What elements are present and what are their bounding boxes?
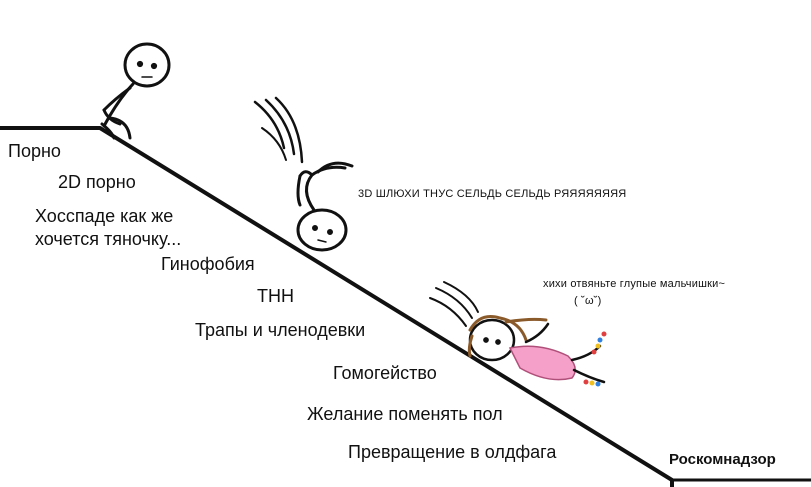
label-khosspade-line2: хочется тяночку...: [35, 229, 182, 249]
label-oldfag: Превращение в олдфага: [348, 442, 557, 462]
slope: [0, 126, 811, 487]
falling-stickman: [253, 96, 354, 252]
label-roskomnadzor: Роскомнадзор: [669, 451, 776, 468]
speech-girl-line2: ( ˘ω˘): [574, 295, 602, 307]
label-zhelanie: Желание поменять пол: [307, 404, 503, 424]
speech-falling-man: 3D ШЛЮХИ ТНУС СЕЛЬДЬ СЕЛЬДЬ РЯЯЯЯЯЯЯЯ: [358, 188, 627, 200]
falling-girl: [429, 281, 607, 387]
label-gomogeystvo: Гомогейство: [333, 363, 437, 383]
label-ginofobiya: Гинофобия: [161, 254, 255, 274]
label-tnn: ТНН: [257, 286, 294, 306]
label-porno: Порно: [8, 141, 61, 161]
label-khosspade-line1: Хосспаде как же: [35, 206, 174, 226]
speech-girl-line1: хихи отвяньте глупые мальчишки~: [543, 278, 726, 290]
label-trapy: Трапы и членодевки: [195, 320, 366, 340]
label-2d-porno: 2D порно: [58, 172, 136, 192]
sitting-stickman: [100, 42, 171, 140]
